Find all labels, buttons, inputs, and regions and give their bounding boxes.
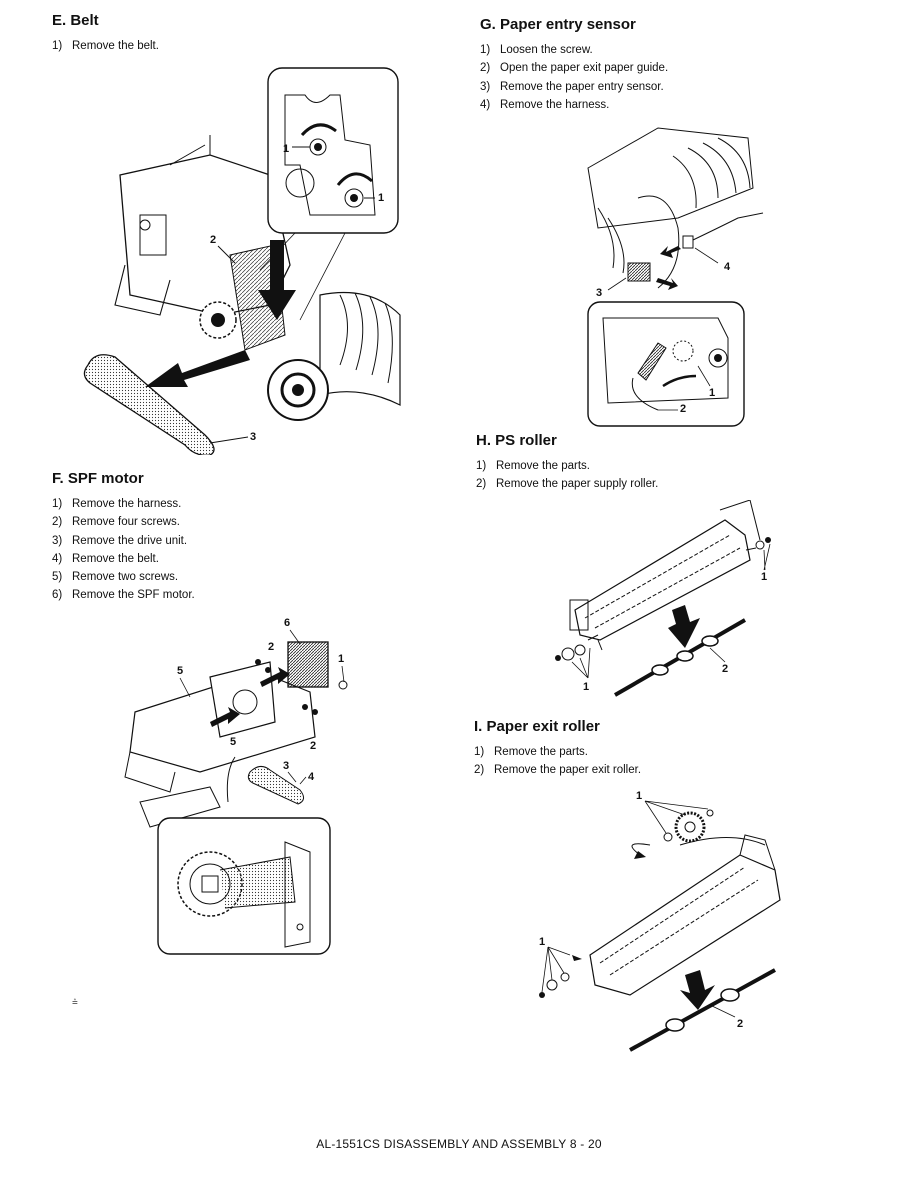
spf-callout-2a: 2 xyxy=(268,641,274,653)
section-title-ps-roller: H. PS roller xyxy=(476,432,557,449)
section-spf-motor: F. SPF motor 1)Remove the harness. 2)Rem… xyxy=(52,470,195,605)
spf-motor-steps: 1)Remove the harness. 2)Remove four scre… xyxy=(52,495,195,605)
sensor-callout-4: 4 xyxy=(724,261,731,273)
sensor-callout-3: 3 xyxy=(596,287,602,299)
section-paper-exit-roller: I. Paper exit roller 1)Remove the parts.… xyxy=(474,718,641,780)
section-title-paper-entry-sensor: G. Paper entry sensor xyxy=(480,16,636,33)
spf-callout-5a: 5 xyxy=(177,665,183,677)
paper-exit-roller-figure: 1 1 2 xyxy=(530,785,790,1060)
ps-callout-2: 2 xyxy=(722,663,728,675)
paper-exit-roller-steps: 1)Remove the parts. 2)Remove the paper e… xyxy=(474,743,641,780)
spf-callout-1: 1 xyxy=(338,653,344,665)
section-title-paper-exit-roller: I. Paper exit roller xyxy=(474,718,600,735)
belt-steps: 1)Remove the belt. xyxy=(52,37,159,55)
spf-step-2: 2)Remove four screws. xyxy=(52,516,181,529)
belt-callout-1a: 1 xyxy=(283,143,289,155)
spf-step-1: 1)Remove the harness. xyxy=(52,498,182,510)
spf-callout-3: 3 xyxy=(283,760,289,772)
ps-step-1: 1)Remove the parts. xyxy=(476,460,590,472)
belt-figure: 3 1 1 2 xyxy=(70,65,410,455)
sensor-callout-1: 1 xyxy=(709,387,715,399)
spf-callout-2b: 2 xyxy=(310,740,316,752)
sensor-callout-2: 2 xyxy=(680,403,686,415)
spf-step-6: 6)Remove the SPF motor. xyxy=(52,589,195,602)
paper-entry-sensor-figure: 4 3 1 2 xyxy=(578,118,768,430)
paper-entry-sensor-illustration: 4 3 1 2 xyxy=(587,127,764,427)
ps-roller-steps: 1)Remove the parts. 2)Remove the paper s… xyxy=(476,457,658,494)
exit-step-2: 2)Remove the paper exit roller. xyxy=(474,764,642,777)
section-belt: E. Belt 1)Remove the belt. xyxy=(52,12,159,55)
ps-callout-1b: 1 xyxy=(583,681,589,693)
ps-callout-1a: 1 xyxy=(761,571,767,583)
section-paper-entry-sensor: G. Paper entry sensor 1)Loosen the screw… xyxy=(480,16,668,114)
ps-step-2: 2)Remove the paper supply roller. xyxy=(476,478,659,491)
sensor-step-4: 4)Remove the harness. xyxy=(480,98,610,111)
paper-entry-sensor-steps: 1)Loosen the screw. 2)Open the paper exi… xyxy=(480,41,668,114)
belt-step-1: 1)Remove the belt. xyxy=(52,40,159,52)
spf-callout-5b: 5 xyxy=(230,736,236,748)
exit-callout-1b: 1 xyxy=(539,936,545,948)
exit-step-1: 1)Remove the parts. xyxy=(474,746,588,758)
exit-callout-2: 2 xyxy=(737,1018,743,1030)
spf-step-4: 4)Remove the belt. xyxy=(52,552,159,565)
section-ps-roller: H. PS roller 1)Remove the parts. 2)Remov… xyxy=(476,432,658,494)
sensor-step-2: 2)Open the paper exit paper guide. xyxy=(480,62,669,75)
belt-callout-1b: 1 xyxy=(378,192,384,204)
section-title-spf-motor: F. SPF motor xyxy=(52,470,144,487)
spf-motor-figure: 6 2 5 1 5 2 3 4 xyxy=(110,612,370,960)
belt-callout-3: 3 xyxy=(250,431,256,443)
section-title-belt: E. Belt xyxy=(52,12,99,29)
page-footer: AL-1551CS DISASSEMBLY AND ASSEMBLY 8 - 2… xyxy=(316,1137,602,1151)
sensor-step-3: 3)Remove the paper entry sensor. xyxy=(480,80,664,93)
spf-motor-illustration: 6 2 5 1 5 2 3 4 xyxy=(124,617,348,955)
exit-callout-1a: 1 xyxy=(636,790,642,802)
spf-step-5: 5)Remove two screws. xyxy=(52,571,179,584)
ps-roller-figure: 1 1 2 xyxy=(550,500,790,705)
paper-exit-roller-illustration: 1 1 2 xyxy=(539,790,781,1052)
spf-step-3: 3)Remove the drive unit. xyxy=(52,534,188,547)
sensor-step-1: 1)Loosen the screw. xyxy=(480,44,593,56)
spf-callout-6: 6 xyxy=(284,617,290,629)
belt-illustration: 3 1 1 2 xyxy=(83,67,401,455)
ps-roller-illustration: 1 1 2 xyxy=(555,500,771,697)
belt-callout-2: 2 xyxy=(210,234,216,246)
spf-callout-4: 4 xyxy=(308,771,315,783)
stray-mark: ⩮ xyxy=(72,997,78,1008)
